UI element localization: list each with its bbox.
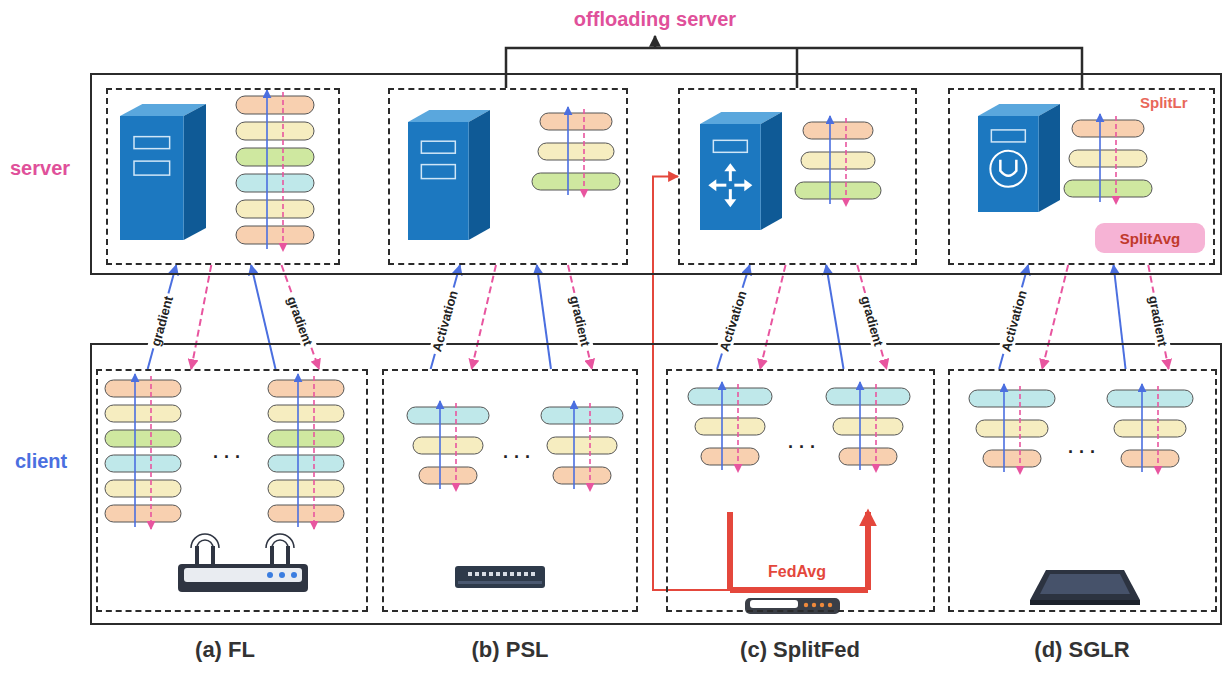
edge-label: gradient bbox=[857, 291, 887, 350]
download-arrow bbox=[760, 265, 785, 369]
server-box bbox=[388, 88, 628, 265]
upload-arrow bbox=[537, 265, 551, 369]
ellipsis: · · · bbox=[788, 437, 816, 458]
panel-caption: (b) PSL bbox=[472, 637, 549, 663]
upload-arrow bbox=[1114, 265, 1126, 369]
upload-arrow bbox=[251, 265, 275, 369]
client-box: · · · bbox=[948, 369, 1217, 612]
tier-label: server bbox=[10, 157, 70, 180]
layer-stack bbox=[1064, 114, 1152, 204]
download-arrow bbox=[857, 265, 886, 369]
fedavg-label: FedAvg bbox=[768, 563, 826, 581]
download-arrow bbox=[282, 265, 320, 369]
edge-label: gradient bbox=[566, 291, 593, 350]
ellipsis: · · · bbox=[503, 447, 531, 468]
server-icon bbox=[408, 110, 490, 240]
upload-arrow bbox=[148, 265, 177, 369]
server-box: SplitLrSplitAvg bbox=[948, 88, 1215, 265]
fedavg-link bbox=[666, 589, 730, 591]
server-tier: serverSplitLrSplitAvg bbox=[90, 73, 1222, 275]
edge-label: Activation bbox=[997, 286, 1030, 356]
tier-label: client bbox=[15, 450, 67, 473]
layer-stack bbox=[105, 374, 181, 529]
server-icon bbox=[978, 104, 1060, 212]
layer-stack bbox=[268, 374, 344, 529]
diagram-title: offloading server bbox=[574, 8, 736, 31]
layer-stack bbox=[1107, 384, 1193, 474]
server-icon bbox=[120, 104, 206, 240]
panel-caption: (d) SGLR bbox=[1034, 637, 1129, 663]
ellipsis: · · · bbox=[213, 447, 241, 468]
upload-arrow bbox=[826, 265, 843, 369]
download-arrow bbox=[472, 265, 496, 369]
edge-label: gradient bbox=[147, 291, 177, 350]
client-tier: client· · ·· · ·· · ·· · · bbox=[90, 343, 1222, 625]
layer-stack bbox=[969, 384, 1055, 474]
layer-stack bbox=[532, 107, 620, 197]
server-icon bbox=[700, 112, 782, 230]
fedavg-bar bbox=[730, 587, 868, 593]
layer-stack bbox=[541, 401, 623, 491]
panel-caption: (a) FL bbox=[195, 637, 255, 663]
offload-arrow bbox=[654, 36, 657, 48]
gateway-device bbox=[1030, 570, 1140, 605]
client-box: · · · bbox=[96, 369, 368, 612]
edge-label: gradient bbox=[283, 292, 317, 351]
layer-stack bbox=[407, 401, 489, 491]
offload-bracket bbox=[506, 48, 1082, 88]
download-arrow bbox=[191, 265, 211, 369]
edge-label: gradient bbox=[1146, 291, 1172, 350]
client-box: · · · bbox=[382, 369, 638, 612]
download-arrow bbox=[1042, 265, 1068, 369]
layer-stack bbox=[795, 116, 881, 206]
layer-stack bbox=[826, 382, 910, 472]
wireless-router bbox=[178, 534, 308, 592]
panel-caption: (c) SplitFed bbox=[740, 637, 860, 663]
method-label: SplitAvg bbox=[1120, 230, 1180, 247]
fedavg-arrow bbox=[730, 512, 868, 590]
ellipsis: · · · bbox=[1068, 442, 1096, 463]
layer-stack bbox=[688, 382, 772, 472]
layer-stack bbox=[236, 90, 314, 251]
server-box bbox=[678, 88, 917, 265]
server-box bbox=[106, 88, 340, 265]
network-switch bbox=[455, 566, 545, 588]
method-label: SplitLr bbox=[1140, 94, 1188, 111]
edge-label: Activation bbox=[429, 286, 462, 356]
edge-label: Activation bbox=[716, 286, 751, 356]
splitavg-pill: SplitAvg bbox=[1095, 223, 1205, 253]
